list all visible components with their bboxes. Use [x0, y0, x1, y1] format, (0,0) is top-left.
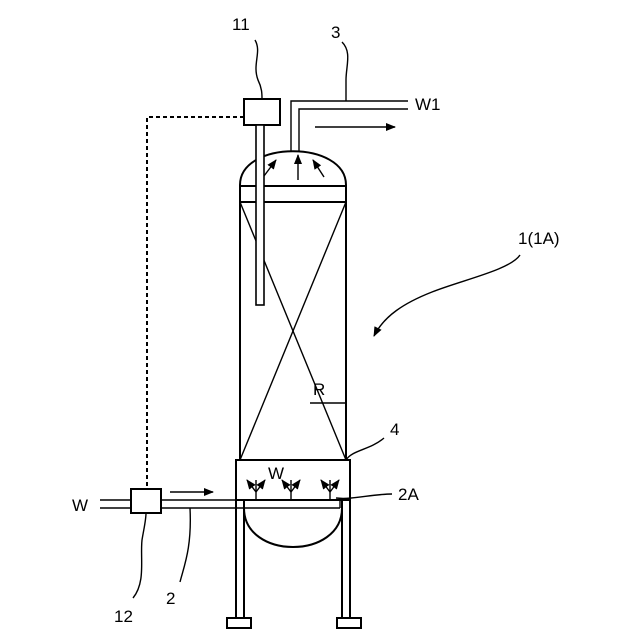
sensor-12-box [131, 489, 161, 513]
control-signal-line [147, 117, 244, 488]
label-2A: 2A [398, 485, 419, 504]
right-foot [337, 618, 361, 628]
label-11: 11 [232, 15, 250, 34]
probe-tube [256, 125, 264, 305]
label-W-inlet: W [72, 496, 88, 515]
left-leg [236, 500, 244, 618]
leader-12 [133, 513, 146, 598]
top-arrow-left [264, 160, 276, 176]
leader-11 [255, 40, 262, 99]
right-leg [342, 500, 350, 618]
label-3: 3 [331, 23, 340, 42]
lower-chamber [236, 460, 350, 500]
leader-4 [346, 438, 384, 460]
distributor-nozzles [247, 480, 339, 500]
label-12: 12 [114, 607, 133, 626]
label-4: 4 [390, 420, 399, 439]
label-W-inner: W [268, 464, 284, 483]
sensor-11-box [244, 99, 280, 125]
leader-2A [336, 494, 392, 498]
label-1-1A: 1(1A) [518, 229, 560, 248]
top-arrow-right [313, 160, 324, 177]
label-2: 2 [166, 589, 175, 608]
bottom-dome [244, 508, 342, 547]
leader-2 [180, 508, 190, 582]
left-foot [227, 618, 251, 628]
leader-3 [342, 42, 348, 101]
label-R: R [313, 380, 325, 399]
apparatus-pointer [374, 255, 520, 336]
label-W1: W1 [415, 95, 441, 114]
